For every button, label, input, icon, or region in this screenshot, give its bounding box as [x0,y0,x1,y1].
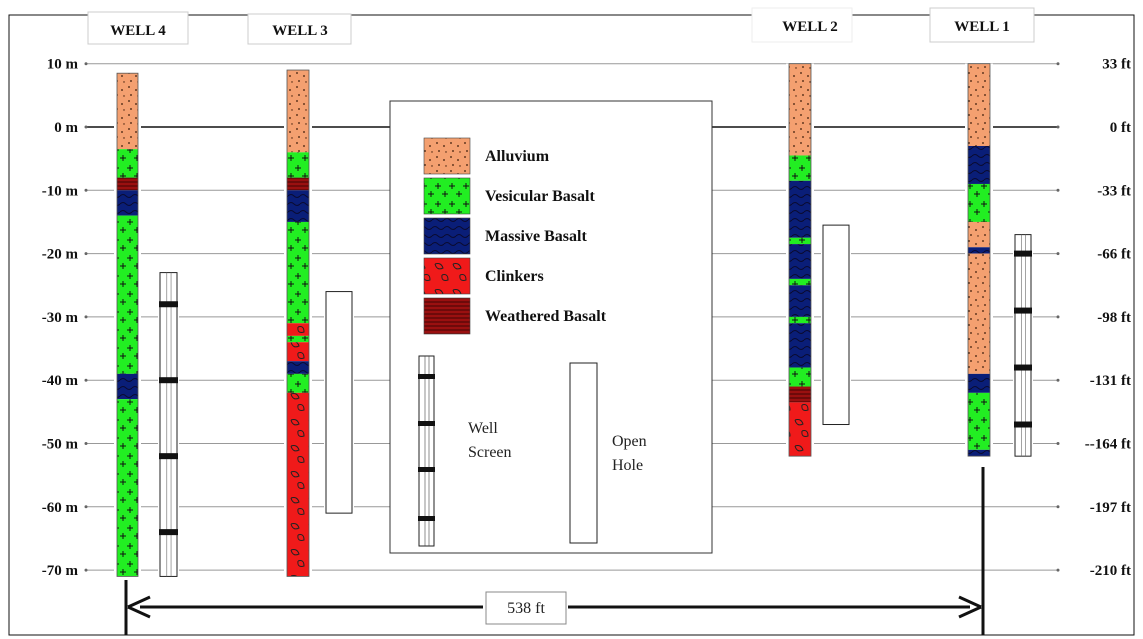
alluvium-layer [968,221,990,248]
vesicular-layer [287,373,309,393]
massive-layer [287,361,309,374]
vesicular-layer [287,335,309,343]
vesicular-legend-label: Vesicular Basalt [485,188,595,205]
massive-layer [789,285,811,317]
well3-log [284,69,312,577]
feet-tick-label: 0 ft [1110,120,1131,136]
weathered-layer [117,177,138,191]
well2-open-hole [822,224,850,426]
well2-log [786,63,814,457]
alluvium-layer [117,73,138,150]
meter-tick-label: 10 m [47,57,79,73]
feet-tick-label: 33 ft [1102,57,1131,73]
well-2-label: WELL 2 [782,19,837,35]
massive-layer [789,180,811,238]
vesicular-layer [789,367,811,387]
alluvium-swatch [423,137,471,175]
vesicular-layer [117,399,138,577]
well1-screen [1013,234,1033,457]
massive-layer [789,323,811,368]
open-hole-label-2: Hole [612,457,643,474]
clinker-legend-label: Clinkers [485,268,544,285]
well-4-tab [87,11,189,45]
feet-scale: 33 ft 0 ft -33 ft -66 ft -98 ft -131 ft --164 … [1085,57,1131,579]
legend-open-hole-symbol [569,362,598,544]
feet-tick-label: -197 ft [1090,500,1131,516]
well-screen-label-1: Well [468,420,498,437]
meter-tick-label: -50 m [42,437,79,453]
legend-well-screen-symbol [418,355,435,547]
clinker-layer [287,342,309,362]
meter-tick-label: -20 m [42,247,79,263]
well3-open-hole [325,291,353,514]
massive-layer [968,145,990,184]
vesicular-layer [789,278,811,286]
clinker-layer [287,323,309,336]
well-3-tab [247,13,352,45]
open-hole-label-1: Open [612,433,647,450]
weathered-swatch [423,297,471,335]
meter-tick-label: -10 m [42,183,79,199]
alluvium-layer [968,63,990,146]
vesicular-layer [287,221,309,324]
vesicular-layer [789,155,811,181]
feet-tick-label: -66 ft [1097,247,1131,263]
alluvium-layer [287,70,309,153]
alluvium-layer [789,63,811,156]
weathered-legend-label: Weathered Basalt [485,308,607,325]
massive-layer [117,190,138,216]
massive-layer [287,190,309,222]
meter-tick-label: -30 m [42,310,79,326]
lithology-logs [114,63,1033,577]
well-3-label: WELL 3 [272,23,327,39]
vesicular-layer [789,316,811,324]
vesicular-layer [117,215,138,374]
clinker-swatch [423,257,471,295]
massive-swatch [423,217,471,255]
well-4-label: WELL 4 [110,23,166,39]
massive-layer [789,244,811,279]
massive-layer [968,373,990,393]
feet-tick-label: -98 ft [1097,310,1131,326]
feet-tick-label: -33 ft [1097,183,1131,199]
massive-layer [968,247,990,254]
clinker-layer [789,402,811,457]
alluvium-legend-label: Alluvium [485,148,550,165]
massive-layer [117,373,138,400]
vesicular-layer [968,183,990,222]
distance-label: 538 ft [507,600,545,617]
well4-screen [158,272,179,577]
weathered-layer [789,386,811,403]
meter-tick-label: -60 m [42,500,79,516]
meter-tick-label: 0 m [54,120,78,136]
well-2-tab [751,7,853,43]
meter-scale: 10 m 0 m -10 m -20 m -30 m -40 m -50 m -60 m -70… [42,57,79,579]
vesicular-swatch [423,177,471,215]
weathered-layer [287,177,309,191]
well-screen-label-2: Screen [468,444,512,461]
meter-tick-label: -70 m [42,563,79,579]
well4-log [114,72,141,577]
vesicular-layer [287,152,309,178]
well-1-tab [929,7,1035,43]
meter-tick-label: -40 m [42,373,79,389]
massive-layer [968,449,990,457]
well1-log [965,63,993,457]
distance-label-box [485,591,567,625]
feet-tick-label: --164 ft [1085,437,1131,453]
alluvium-layer [968,253,990,374]
feet-tick-label: -210 ft [1090,563,1131,579]
feet-tick-label: -131 ft [1090,373,1131,389]
vesicular-layer [968,392,990,450]
distance-arrow [124,467,985,635]
well-1-label: WELL 1 [954,19,1009,35]
vesicular-layer [117,149,138,178]
vesicular-layer [789,237,811,245]
clinker-layer [287,392,309,577]
massive-legend-label: Massive Basalt [485,228,587,245]
